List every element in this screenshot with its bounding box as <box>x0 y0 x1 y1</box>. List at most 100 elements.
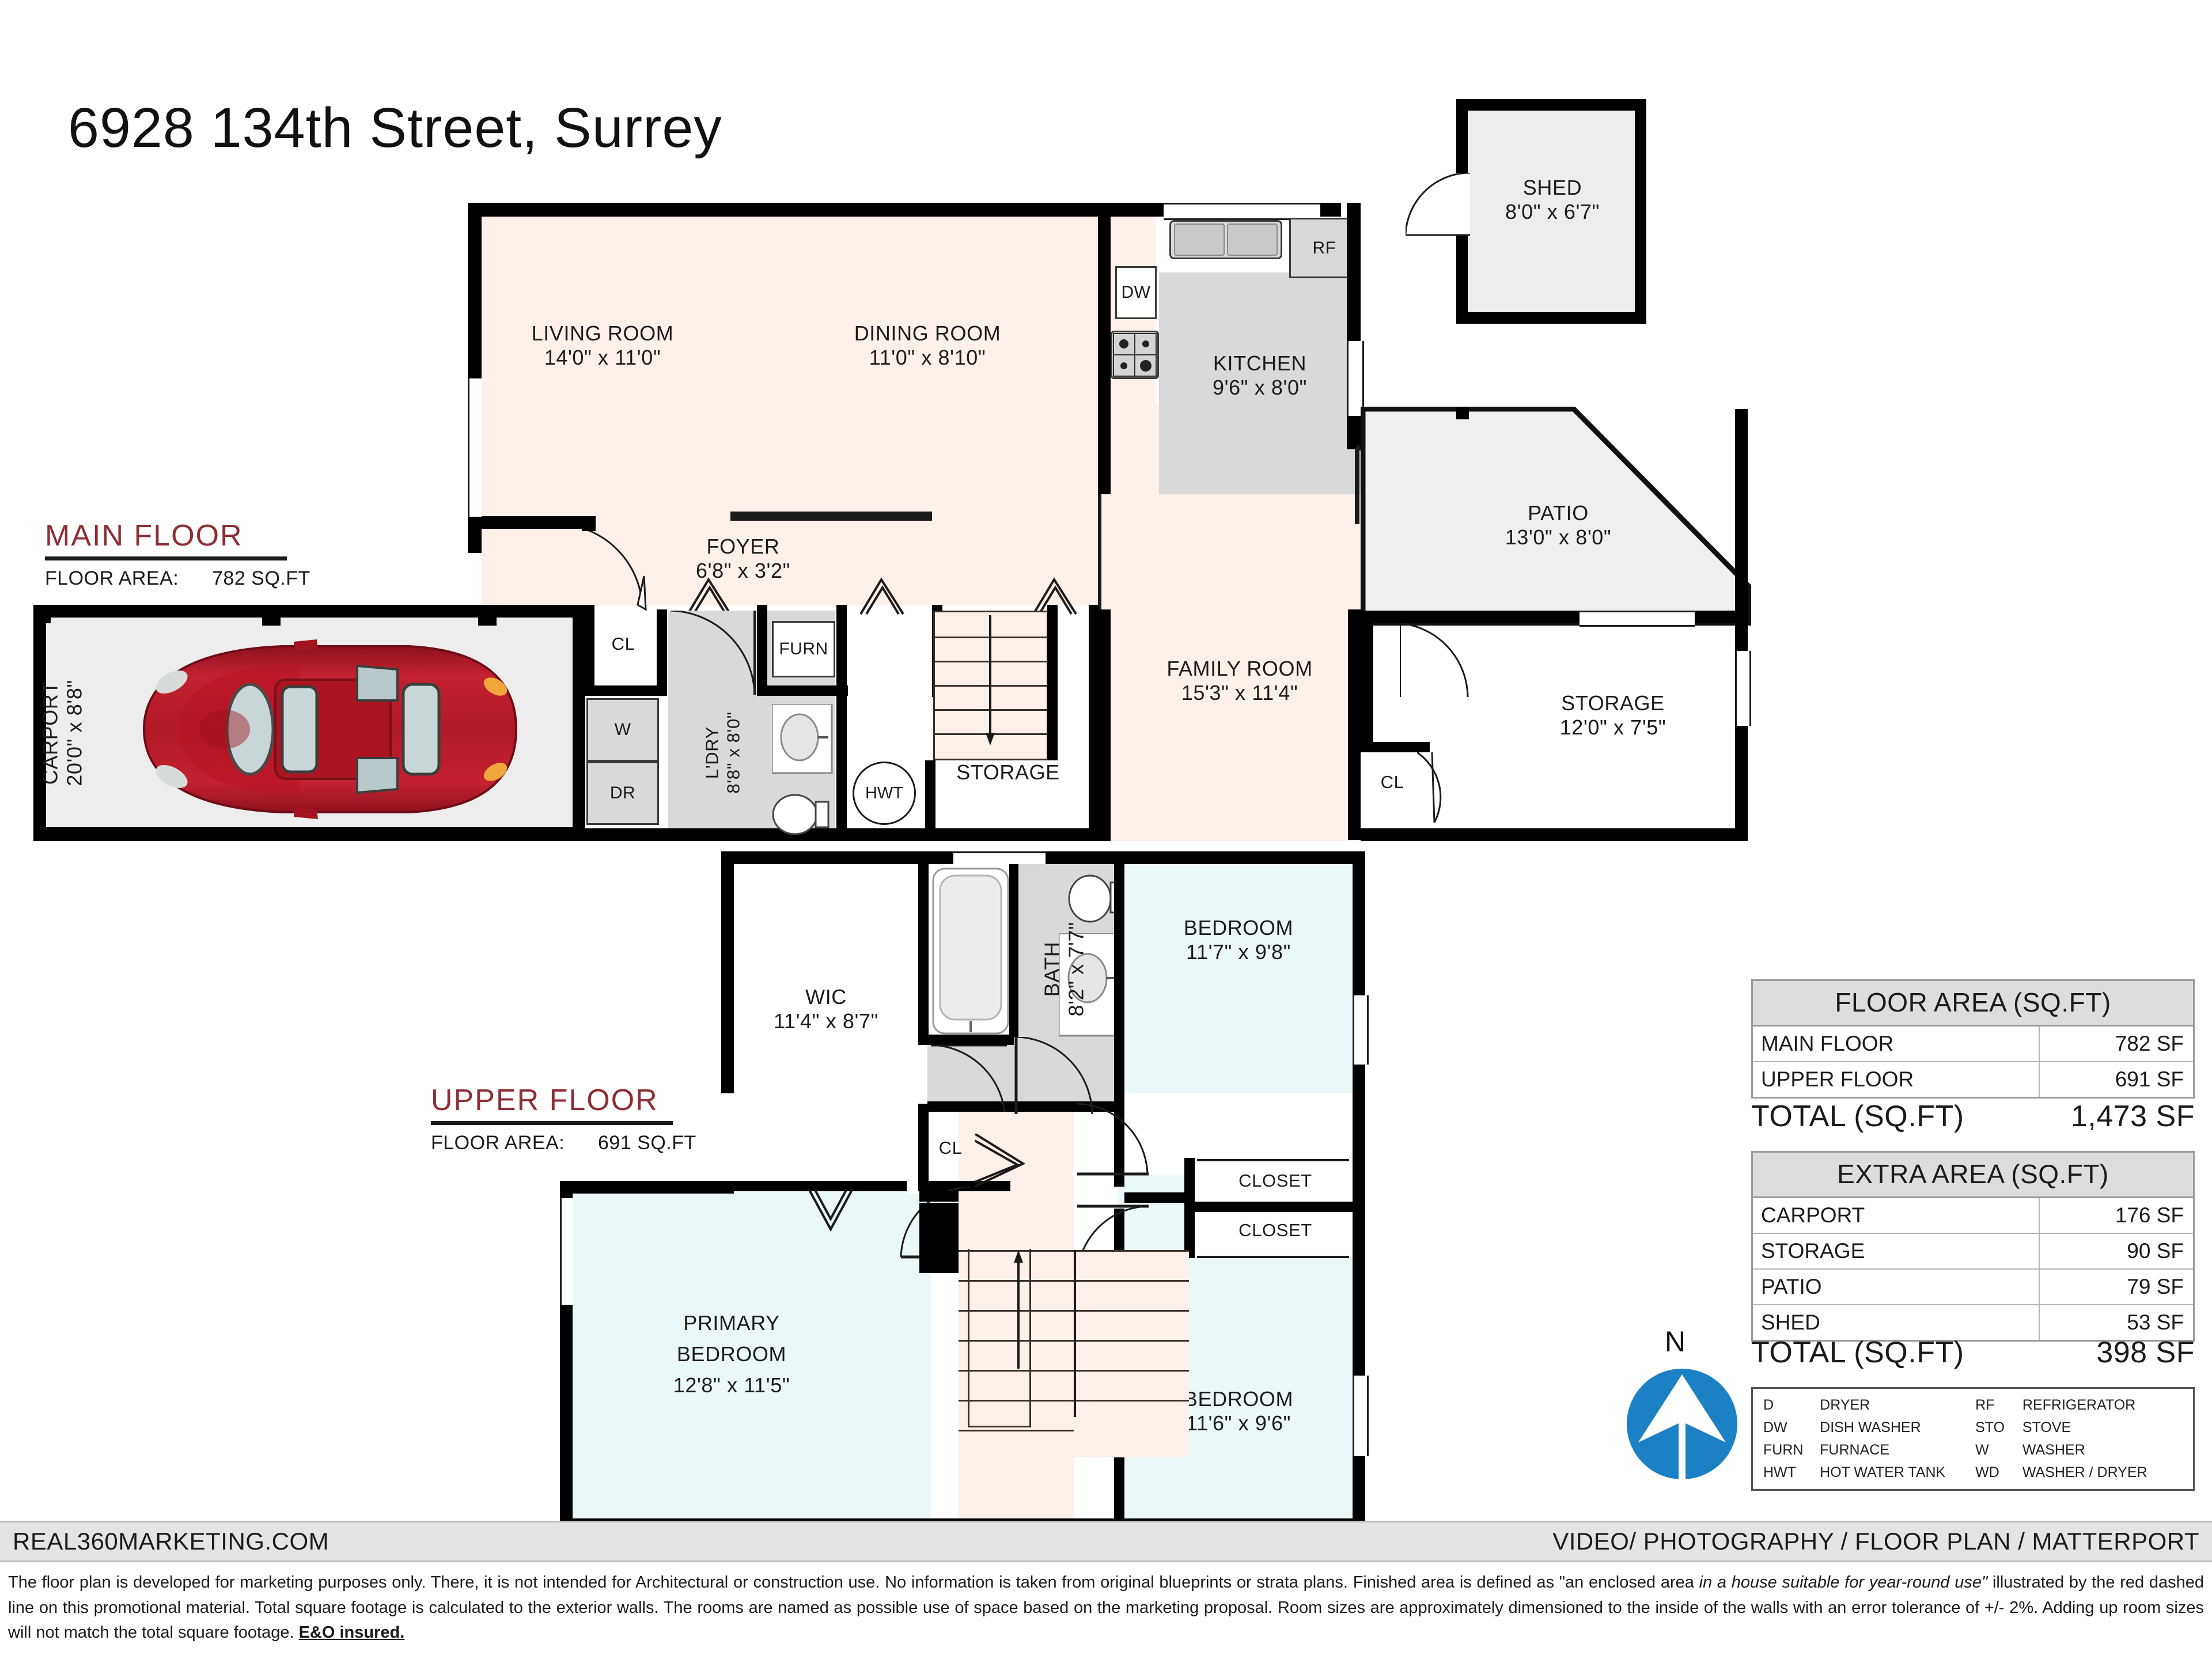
main-floor-area-value: 782 SQ.FT <box>212 567 310 589</box>
living-bottom-wall-seg <box>482 516 582 529</box>
legend-row: HWT HOT WATER TANK WD WASHER / DRYER <box>1763 1464 2183 1481</box>
bedroom1-window-right <box>1353 995 1369 1065</box>
storage-right-wall <box>1735 409 1748 835</box>
family-left-wall <box>1098 609 1111 841</box>
upper-stair-wall-a <box>919 1191 959 1202</box>
main-floor-rule <box>45 556 287 560</box>
disclaimer-bold: E&O insured. <box>298 1623 405 1642</box>
bedroom1-fill <box>1118 864 1353 1093</box>
stove-icon <box>1111 331 1159 379</box>
floor-area-total: TOTAL (SQ.FT) 1,473 SF <box>1751 1099 2195 1134</box>
main-storage-label: STORAGE <box>956 760 1060 784</box>
extra-area-row-0-label: CARPORT <box>1753 1198 2040 1233</box>
table-row: STORAGE 90 SF <box>1753 1234 2193 1270</box>
bath-door-arc <box>1014 1036 1094 1118</box>
footer-website[interactable]: REAL360MARKETING.COM <box>13 1528 329 1555</box>
powder-toilet-icon <box>770 789 839 841</box>
compass-north-label: N <box>1665 1325 1686 1358</box>
bathtub-icon <box>931 866 1012 1037</box>
disclaimer-part2: illustrated by the red dashed line on th… <box>8 1573 2205 1642</box>
foyer-opening-2 <box>1031 576 1081 616</box>
closet-left-wall-2 <box>1184 1212 1195 1258</box>
upper-right-wall-2 <box>1353 1065 1365 1376</box>
patio-label: PATIO 13'0" x 8'0" <box>1505 501 1612 550</box>
living-room-label: LIVING ROOM 14'0" x 11'0" <box>531 321 674 370</box>
extra-area-row-1-value: 90 SF <box>2127 1239 2184 1263</box>
upper-right-wall-1 <box>1353 851 1365 995</box>
powder-right-wall <box>836 696 847 830</box>
upper-floor-name: UPPER FLOOR <box>431 1084 658 1117</box>
legend-3-b2: WASHER / DRYER <box>2022 1464 2147 1480</box>
extra-area-table: EXTRA AREA (SQ.FT) CARPORT 176 SF STORAG… <box>1751 1151 2195 1342</box>
legend-1-b1: STO <box>1975 1419 2005 1435</box>
tub-bottom-wall <box>927 1035 1014 1045</box>
foyer-label: FOYER 6'8" x 3'2" <box>696 535 790 583</box>
main-floor-name: MAIN FLOOR <box>45 519 243 552</box>
upper-floor-rule <box>431 1121 673 1125</box>
powder-sink-icon <box>771 703 835 813</box>
hot-water-tank-icon: HWT <box>853 762 916 825</box>
kitchen-window-top <box>1164 203 1320 220</box>
upper-floor-area-key: FLOOR AREA: <box>431 1132 565 1154</box>
abbreviation-legend: D DRYER RF REFRIGERATOR DW DISH WASHER S… <box>1751 1387 2195 1491</box>
storage-left-wall-main <box>925 760 935 830</box>
extra-area-row-1-label: STORAGE <box>1753 1234 2040 1268</box>
furn-right-wall <box>836 605 847 697</box>
legend-row: FURN FURNACE W WASHER <box>1763 1442 2183 1459</box>
stairs-down-arrow <box>980 615 1000 748</box>
foyer-opening-0 <box>685 576 735 616</box>
wic-bath-door-arc <box>930 1043 1012 1114</box>
cl-left-wall <box>585 605 594 696</box>
floor-area-row-0-value: 782 SF <box>2115 1032 2184 1055</box>
shed-door-opening <box>1450 173 1470 235</box>
hall-closet-label: CL <box>938 1138 963 1158</box>
washer-box: W <box>586 698 659 762</box>
legend-2-b1: W <box>1975 1442 1989 1458</box>
kitchen-fill <box>1159 272 1361 494</box>
legend-0-a2: DRYER <box>1820 1397 1870 1413</box>
table-row: CARPORT 176 SF <box>1753 1198 2193 1234</box>
upper-stairs-right <box>1074 1250 1189 1457</box>
extra-area-row-2-label: PATIO <box>1753 1270 2040 1304</box>
furn-bottom-wall <box>767 685 848 696</box>
kitchen-right-wall <box>1347 203 1361 341</box>
table-row: MAIN FLOOR 782 SF <box>1753 1027 2193 1062</box>
primary-bedroom-name2: BEDROOM <box>676 1342 787 1366</box>
storage-right-wall-main <box>1089 605 1099 835</box>
furnace-box: FURN <box>772 621 835 677</box>
family-cl-door <box>1416 751 1469 827</box>
upper-stairs-left <box>959 1250 1074 1492</box>
closet-divider-wall <box>1184 1202 1353 1212</box>
foyer-closet-label: CL <box>611 634 635 654</box>
extra-area-total-label: TOTAL (SQ.FT) <box>1751 1336 1964 1369</box>
upper-left-wall-top <box>721 851 734 1093</box>
hall-cl-door <box>974 1132 1027 1189</box>
footer-bar: REAL360MARKETING.COM VIDEO/ PHOTOGRAPHY … <box>0 1521 2212 1562</box>
disclaimer-part1: The floor plan is developed for marketin… <box>8 1573 1699 1592</box>
carport-bottom-wall <box>33 827 585 841</box>
laundry-door-arc <box>670 609 757 698</box>
wic-bottom-wall <box>734 1181 907 1191</box>
shed-label: SHED 8'0" x 6'7" <box>1505 176 1600 224</box>
bedroom2-label: BEDROOM 11'6" x 9'6" <box>1183 1387 1294 1435</box>
legend-1-b2: STOVE <box>2022 1419 2071 1435</box>
wic-opening <box>806 1188 856 1233</box>
storage-right-label: STORAGE 12'0" x 7'5" <box>1559 691 1666 740</box>
floor-area-total-value: 1,473 SF <box>2070 1100 2195 1133</box>
legend-1-a2: DISH WASHER <box>1820 1419 1921 1435</box>
family-room-label: FAMILY ROOM 15'3" x 11'4" <box>1166 657 1313 705</box>
extra-area-total-value: 398 SF <box>2096 1336 2195 1369</box>
carport-post-2 <box>262 605 281 626</box>
storage-bottom-wall <box>1361 828 1748 841</box>
living-dining-fill <box>482 217 1098 522</box>
upper-floor-area-value: 691 SQ.FT <box>598 1132 696 1154</box>
wic-right-wall <box>918 864 929 1045</box>
lower-strip-bottom-wall <box>573 828 1103 841</box>
primary-top-left-wall <box>560 1181 734 1194</box>
car-graphic <box>109 631 536 827</box>
main-floor-label-block: MAIN FLOOR FLOOR AREA: 782 SQ.FT <box>45 518 356 590</box>
extra-area-table-header: EXTRA AREA (SQ.FT) <box>1753 1153 2193 1198</box>
dining-kitchen-wall <box>1098 217 1111 494</box>
bedroom1-door-arc <box>1077 1101 1152 1176</box>
